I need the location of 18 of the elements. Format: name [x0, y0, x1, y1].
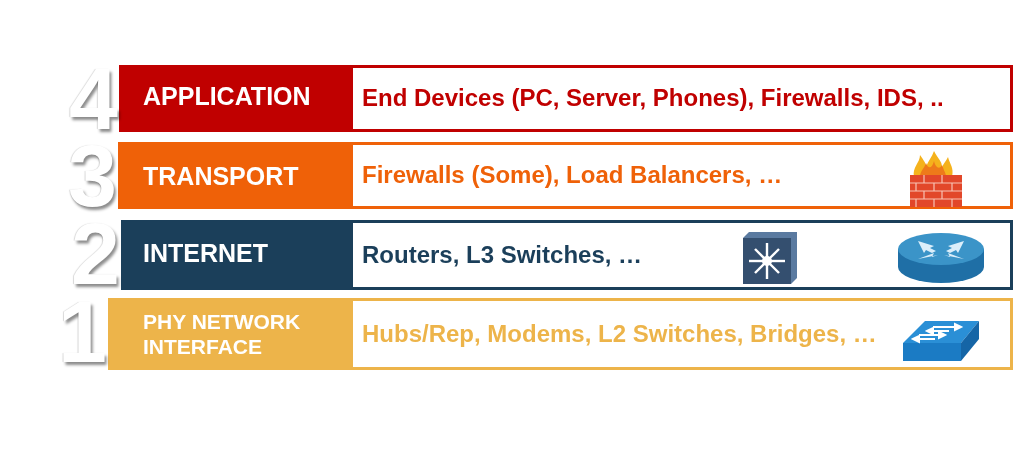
- device-list: Routers, L3 Switches, …: [362, 240, 643, 270]
- layer-band: [119, 65, 350, 132]
- layer-name: TRANSPORT: [143, 160, 299, 191]
- layer-band: [121, 220, 350, 290]
- layer-band: [118, 142, 350, 209]
- device-list: End Devices (PC, Server, Phones), Firewalls, IDS, ..: [362, 84, 944, 113]
- layer-number: 1: [58, 300, 107, 364]
- device-panel: [350, 298, 1013, 370]
- layer-name: APPLICATION: [143, 80, 311, 111]
- layer-name: INTERNET: [143, 238, 268, 268]
- layer-name: PHY NETWORK INTERFACE: [143, 308, 302, 360]
- layer-band: [108, 298, 350, 370]
- device-panel: [350, 65, 1013, 132]
- device-list: Hubs/Rep, Modems, L2 Switches, Bridges, …: [362, 319, 877, 349]
- device-list: Firewalls (Some), Load Balancers, …: [362, 161, 783, 190]
- layer-number: 2: [71, 222, 120, 286]
- device-panel: [350, 142, 1013, 209]
- device-panel: [350, 220, 1013, 290]
